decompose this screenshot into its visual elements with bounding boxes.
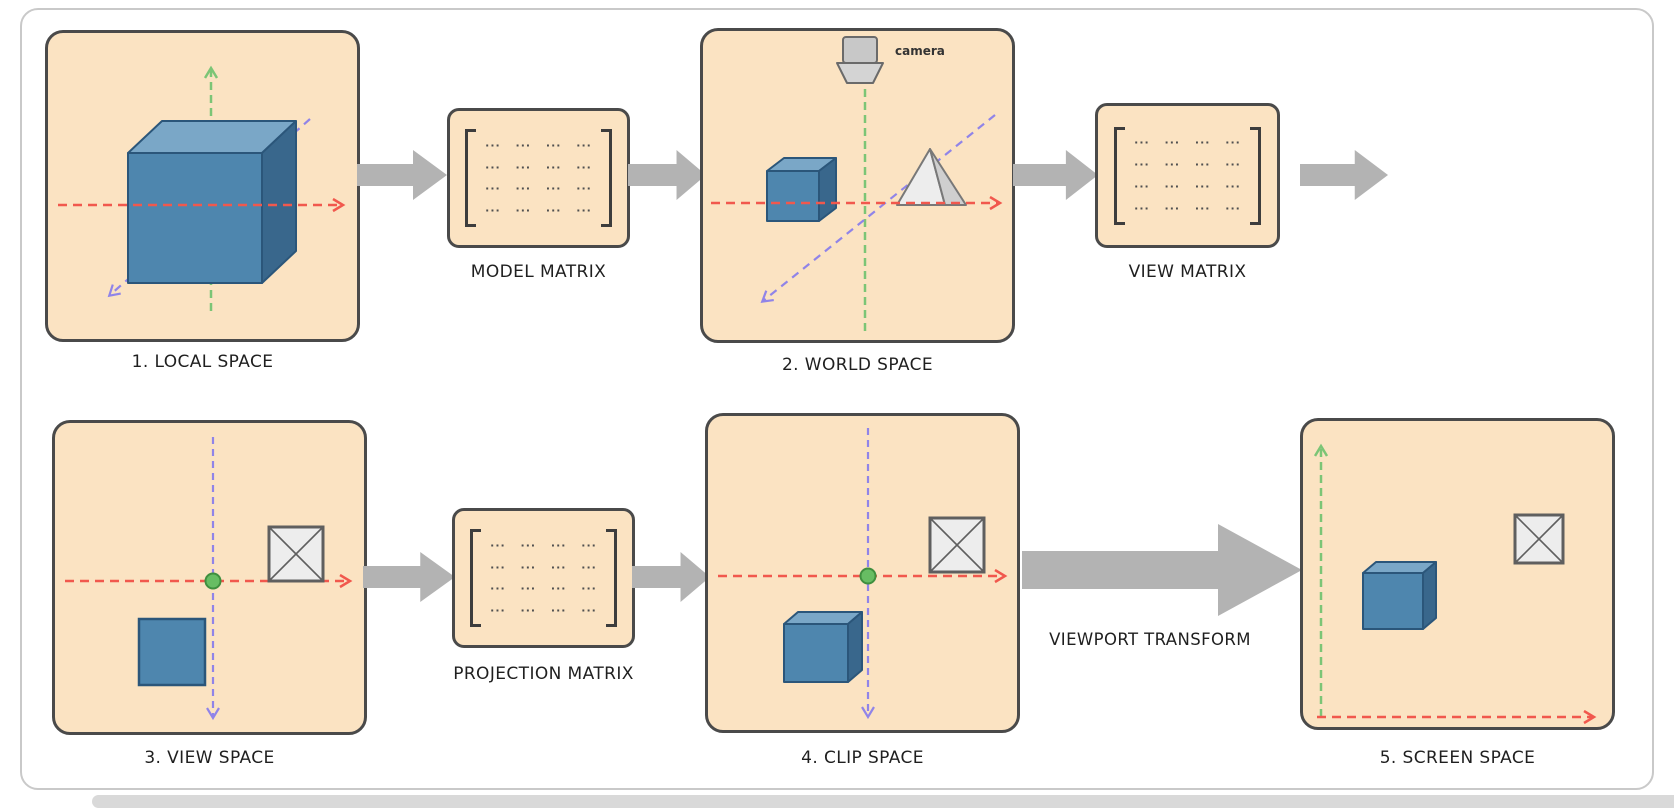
projection-matrix-label: PROJECTION MATRIX — [453, 664, 634, 684]
matrix-right-bracket — [600, 129, 612, 227]
model-matrix-label: MODEL MATRIX — [470, 262, 607, 282]
panel-local-space — [45, 30, 360, 342]
flow-arrow — [357, 147, 447, 203]
local-space-label: 1. LOCAL SPACE — [131, 352, 274, 372]
matrix-right-bracket — [605, 529, 617, 627]
matrix-row: ··· ··· ··· ··· — [485, 182, 592, 196]
matrix-row: ··· ··· ··· ··· — [490, 604, 597, 618]
cube-3d-icon — [783, 611, 863, 683]
flow-arrow — [1013, 147, 1098, 203]
matrix-row: ··· ··· ··· ··· — [485, 138, 592, 152]
matrix-row: ··· ··· ··· ··· — [1134, 158, 1241, 172]
matrix-row: ··· ··· ··· ··· — [1134, 179, 1241, 193]
screen-space-label: 5. SCREEN SPACE — [1379, 748, 1536, 768]
flow-arrow — [632, 549, 710, 605]
matrix-row: ··· ··· ··· ··· — [490, 582, 597, 596]
matrix-row: ··· ··· ··· ··· — [490, 560, 597, 574]
screen-space-drawing — [1303, 421, 1615, 730]
cube-3d-icon — [766, 157, 837, 222]
pyramid-icon — [896, 148, 967, 206]
origin-dot — [204, 572, 222, 590]
view-matrix-box: ··· ··· ··· ··· ··· ··· ··· ··· ··· ··· … — [1095, 103, 1280, 248]
crossed-square-icon — [267, 525, 325, 583]
matrix-rows: ··· ··· ··· ··· ··· ··· ··· ··· ··· ··· … — [1134, 127, 1241, 225]
world-space-drawing: camera — [711, 36, 1015, 331]
projection-matrix-box: ··· ··· ··· ··· ··· ··· ··· ··· ··· ··· … — [452, 508, 635, 648]
cube-3d-icon — [1362, 561, 1437, 630]
flow-arrow — [1300, 147, 1388, 203]
origin-dot — [859, 567, 877, 585]
horizontal-scrollbar[interactable] — [92, 795, 1674, 808]
local-space-drawing — [58, 33, 360, 311]
cube-3d-icon — [127, 120, 297, 284]
matrix-row: ··· ··· ··· ··· — [485, 160, 592, 174]
matrix-row: ··· ··· ··· ··· — [485, 204, 592, 218]
panel-view-space — [52, 420, 367, 735]
viewport-transform-arrow — [1022, 520, 1302, 620]
matrix-rows: ··· ··· ··· ··· ··· ··· ··· ··· ··· ··· … — [485, 129, 592, 227]
matrix-left-bracket — [470, 529, 482, 627]
matrix-left-bracket — [465, 129, 477, 227]
matrix-rows: ··· ··· ··· ··· ··· ··· ··· ··· ··· ··· … — [490, 529, 597, 627]
crossed-square-icon — [928, 516, 986, 574]
world-space-label: 2. WORLD SPACE — [781, 355, 934, 375]
cube-2d-icon — [137, 617, 207, 687]
matrix-row: ··· ··· ··· ··· — [1134, 136, 1241, 150]
matrix-right-bracket — [1249, 126, 1261, 225]
matrix-left-bracket — [1114, 126, 1126, 225]
flow-arrow — [363, 549, 455, 605]
camera-icon — [836, 36, 884, 84]
view-space-label: 3. VIEW SPACE — [144, 748, 275, 768]
matrix-row: ··· ··· ··· ··· — [490, 538, 597, 552]
camera-label: camera — [895, 44, 945, 58]
z-axis — [760, 114, 996, 303]
clip-space-label: 4. CLIP SPACE — [801, 748, 924, 768]
flow-arrow — [628, 147, 706, 203]
view-space-drawing — [65, 437, 367, 721]
clip-space-drawing — [718, 428, 1020, 720]
panel-world-space: camera — [700, 28, 1015, 343]
panel-screen-space — [1300, 418, 1615, 730]
view-matrix-label: VIEW MATRIX — [1128, 262, 1247, 282]
panel-clip-space — [705, 413, 1020, 733]
matrix-row: ··· ··· ··· ··· — [1134, 201, 1241, 215]
viewport-transform-label: VIEWPORT TRANSFORM — [1049, 630, 1251, 649]
crossed-square-icon — [1513, 513, 1565, 565]
model-matrix-box: ··· ··· ··· ··· ··· ··· ··· ··· ··· ··· … — [447, 108, 630, 248]
